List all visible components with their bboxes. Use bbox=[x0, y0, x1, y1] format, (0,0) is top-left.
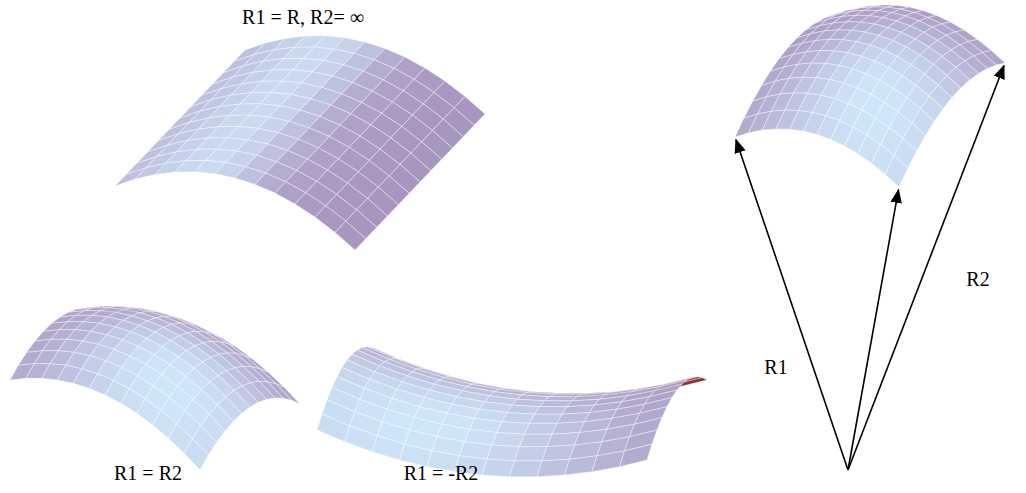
curvature-label: R1 bbox=[764, 356, 787, 379]
curvature-label: R1 = R2 bbox=[114, 462, 182, 485]
surface-patch bbox=[535, 407, 568, 415]
radius-arrows bbox=[736, 66, 1004, 470]
surface-patch bbox=[525, 423, 558, 434]
radius-arrow bbox=[848, 190, 898, 470]
surface-patch bbox=[540, 401, 573, 407]
surface-patch bbox=[510, 461, 543, 477]
radius-arrow bbox=[736, 140, 848, 470]
surface-patch bbox=[620, 444, 653, 467]
surface-patch bbox=[482, 459, 515, 477]
curvature-label: R1 = R, R2= ∞ bbox=[242, 6, 364, 29]
surface-patch bbox=[487, 445, 520, 461]
curvature-label: R2 bbox=[966, 268, 989, 291]
cylinder-surface bbox=[115, 36, 485, 250]
saddle-surface bbox=[317, 347, 707, 477]
surfaces bbox=[10, 5, 1005, 477]
surface-patch bbox=[515, 447, 548, 461]
surface-patch bbox=[317, 414, 350, 442]
dome-surface-radii bbox=[735, 5, 1005, 187]
surface-patch bbox=[885, 156, 908, 187]
surface-patch bbox=[520, 434, 553, 447]
surface-patch bbox=[372, 436, 405, 460]
surface-patch bbox=[345, 426, 378, 452]
radius-arrow bbox=[848, 66, 1004, 470]
surface-patch bbox=[545, 397, 578, 401]
surface-patch bbox=[565, 456, 598, 475]
surface-patch bbox=[335, 221, 366, 250]
surface-patch bbox=[184, 439, 208, 470]
dome-surface bbox=[10, 306, 300, 470]
curvature-label: R1 = -R2 bbox=[404, 462, 479, 485]
surface-patch bbox=[492, 433, 525, 447]
surface-patch bbox=[497, 422, 530, 435]
surface-patch bbox=[592, 451, 625, 472]
surface-patch bbox=[530, 414, 563, 423]
